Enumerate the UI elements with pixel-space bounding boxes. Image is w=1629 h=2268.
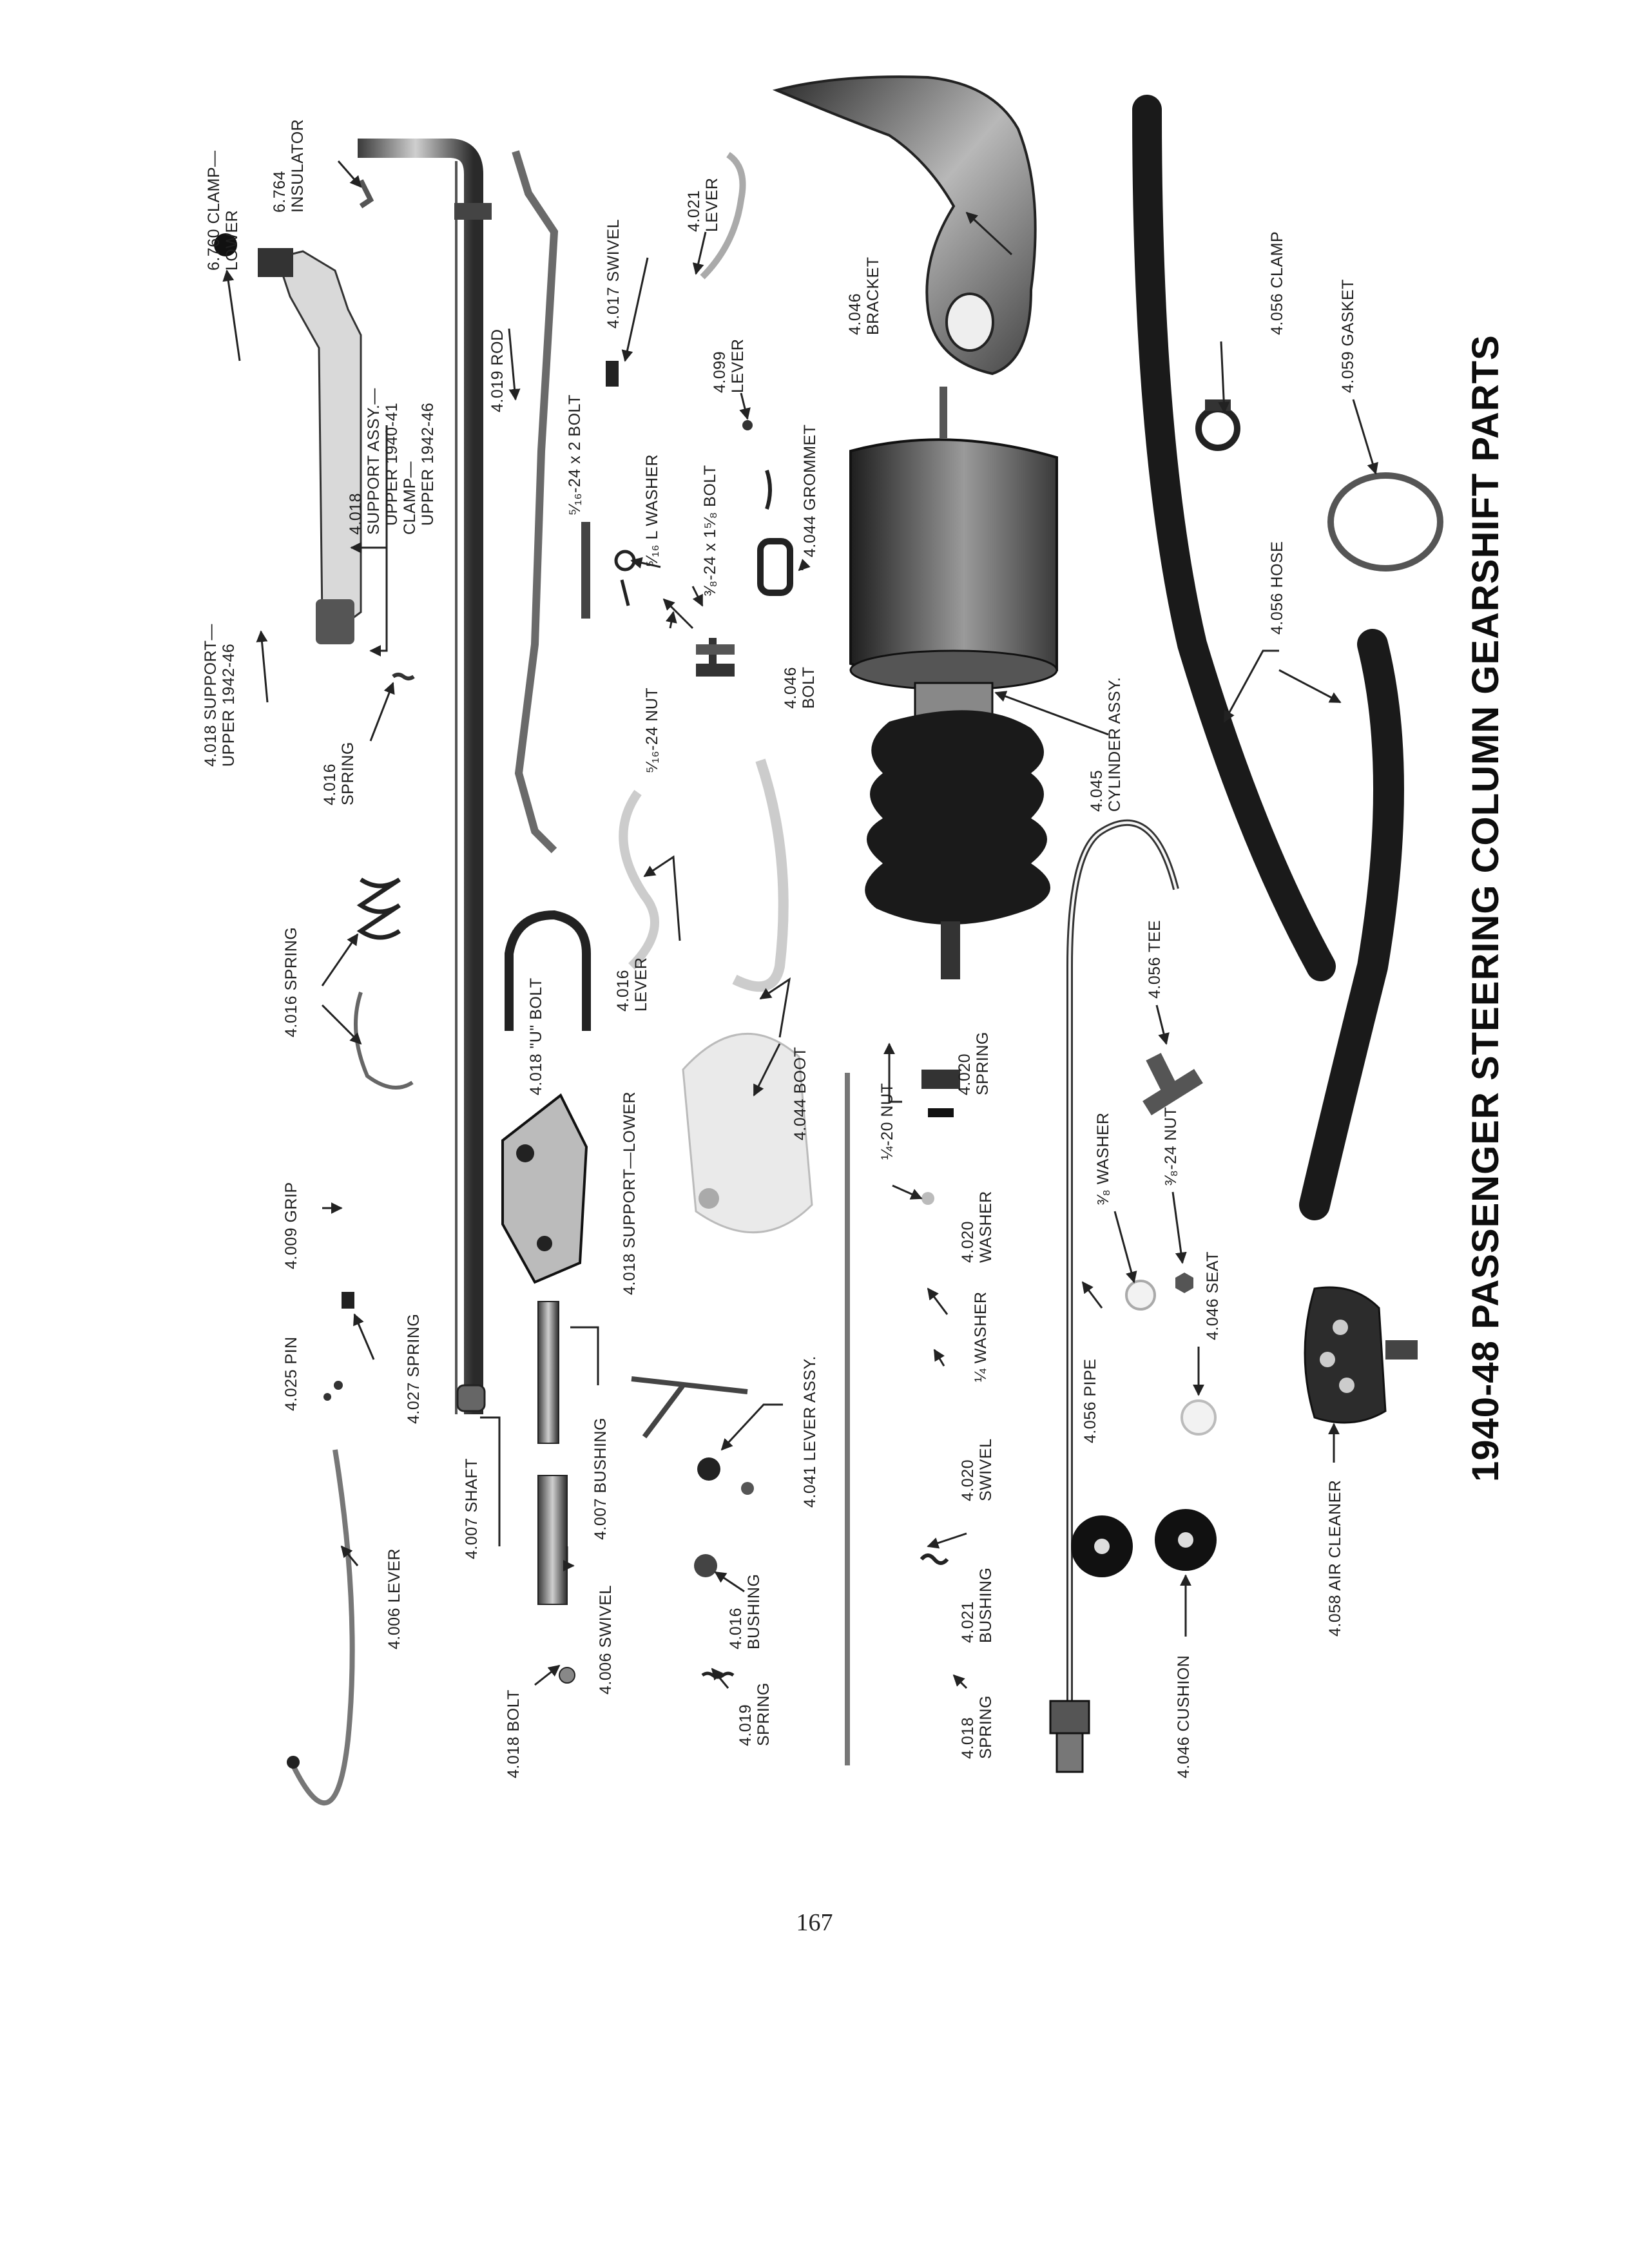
label-bushing-4016: 4.016BUSHING [727, 1574, 763, 1649]
label-spring-4020: 4.020SPRING [956, 1032, 992, 1095]
label-bolt-4046: 4.046BOLT [782, 667, 818, 709]
washer-nut-seat-part [1125, 1273, 1217, 1436]
label-bushing-4021: 4.021BUSHING [959, 1568, 995, 1643]
lever-ghost-part [619, 758, 789, 992]
label-hose-4056: 4.056 HOSE [1268, 541, 1286, 635]
label-boot-4044: 4.044 BOOT [791, 1047, 809, 1140]
pipe-part [1049, 819, 1179, 1773]
label-lever-4006: 4.006 LEVER [385, 1548, 403, 1649]
label-bolt-4018: 4.018 BOLT [505, 1689, 523, 1778]
cylinder-part [849, 387, 1058, 723]
label-u-bolt-4018: 4.018 "U" BOLT [527, 977, 545, 1095]
label-shaft-4007: 4.007 SHAFT [463, 1458, 481, 1559]
cylinder-bolt-part [696, 644, 735, 655]
label-insulator-6764: 6.764INSULATOR [271, 119, 307, 213]
lower-support-part [501, 1093, 588, 1284]
label-spring-4018: 4.018SPRING [959, 1695, 995, 1759]
shaft-part [358, 139, 492, 1414]
label-swivel-4017: 4.017 SWIVEL [604, 219, 622, 329]
bracket-part [772, 75, 1037, 376]
hose-long-part [1132, 95, 1336, 981]
lever-assy-part [631, 1376, 754, 1495]
label-tee-4056: 4.056 TEE [1146, 920, 1164, 999]
label-nut-516: ⁵⁄₁₆-24 NUT [643, 687, 661, 773]
label-bushing-4007: 4.007 BUSHING [592, 1418, 610, 1540]
hose-clamp-part [1195, 399, 1240, 451]
label-lever-4099: 4.099LEVER [711, 339, 747, 393]
label-nut-14: ¼-20 NUT [878, 1083, 896, 1160]
bushing-part [537, 1301, 559, 1444]
label-bolt-38: ³⁄₈-24 x 1⁵⁄₈ BOLT [701, 465, 719, 596]
part-labels: 6.760 CLAMP—LOWER 6.764INSULATOR 4.018SU… [202, 119, 1357, 1778]
label-lever-4021: 4.021LEVER [685, 178, 721, 232]
label-lever-assy-4041: 4.041 LEVER ASSY. [801, 1356, 819, 1508]
label-grip-4009: 4.009 GRIP [282, 1182, 300, 1269]
label-washer-38: ³⁄₈ WASHER [1094, 1112, 1112, 1205]
spring-pair-part [354, 878, 414, 1090]
tee-part [1142, 1053, 1203, 1116]
label-spring-4016: 4.016 SPRING [282, 927, 300, 1037]
label-lever-4016: 4.016LEVER [614, 957, 650, 1012]
swivel-part [537, 1475, 568, 1605]
label-pipe-4056: 4.056 PIPE [1081, 1359, 1099, 1443]
pin-spring-part [323, 1292, 354, 1401]
label-seat-4046: 4.046 SEAT [1204, 1251, 1222, 1340]
label-swivel-4020: 4.020SWIVEL [959, 1439, 995, 1501]
label-support-lower-4018: 4.018 SUPPORT—LOWER [621, 1091, 639, 1295]
boot-plate-part [682, 1032, 813, 1234]
leader-lines [222, 160, 1378, 1689]
label-support-upper-4018: 4.018 SUPPORT—UPPER 1942-46 [202, 624, 238, 767]
label-nut-38: ³⁄₈-24 NUT [1162, 1107, 1180, 1186]
label-grommet-4044: 4.044 GROMMET [801, 424, 819, 557]
label-bracket-4046: 4.046BRACKET [846, 256, 882, 335]
swivel-lever-part [606, 151, 753, 430]
label-clamp-4056: 4.056 CLAMP [1268, 231, 1286, 335]
label-rod-4019: 4.019 ROD [488, 329, 506, 412]
label-washer-14: ¼ WASHER [972, 1291, 990, 1382]
label-spring-4016-small: 4.016SPRING [321, 742, 357, 805]
label-pin-4025: 4.025 PIN [282, 1336, 300, 1411]
rod-part [512, 150, 559, 854]
label-washer-516: ⁵⁄₁₆ L WASHER [643, 454, 661, 567]
cushion-pair-part [1071, 1509, 1217, 1577]
boot-bellows-part [865, 710, 1050, 979]
label-air-cleaner-4058: 4.058 AIR CLEANER [1326, 1480, 1344, 1637]
label-washer-4020: 4.020WASHER [959, 1191, 995, 1263]
small-bolt-part [559, 1667, 575, 1684]
lever-part [287, 1449, 355, 1806]
u-bolt-part [505, 910, 591, 1031]
label-gasket-4059: 4.059 GASKET [1339, 279, 1357, 393]
label-spring-4027: 4.027 SPRING [405, 1314, 423, 1424]
gasket-part [1327, 472, 1443, 572]
label-support-assy-4018: 4.018SUPPORT ASSY.—UPPER 1940-41CLAMP—UP… [347, 388, 437, 535]
page-number: 167 [796, 1909, 833, 1936]
label-clamp-lower-6760: 6.760 CLAMP—LOWER [205, 150, 241, 271]
upper-support-part [214, 179, 374, 644]
grommet-part [757, 470, 793, 596]
label-swivel-4006: 4.006 SWIVEL [597, 1585, 615, 1695]
lower-small-parts [845, 1070, 960, 1765]
label-bolt-516: ⁵⁄₁₆-24 x 2 BOLT [566, 394, 584, 515]
page-title: 1940-48 PASSENGER STEERING COLUMN GEARSH… [1465, 334, 1507, 1482]
label-cushion-4046: 4.046 CUSHION [1175, 1655, 1193, 1778]
small-hardware-part [581, 522, 735, 677]
label-cylinder-4045: 4.045CYLINDER ASSY. [1088, 677, 1124, 812]
air-cleaner-part [1304, 1286, 1418, 1424]
label-spring-4019: 4.019SPRING [737, 1682, 773, 1746]
hose-short-part [1299, 629, 1404, 1220]
small-spring-part [392, 673, 415, 680]
